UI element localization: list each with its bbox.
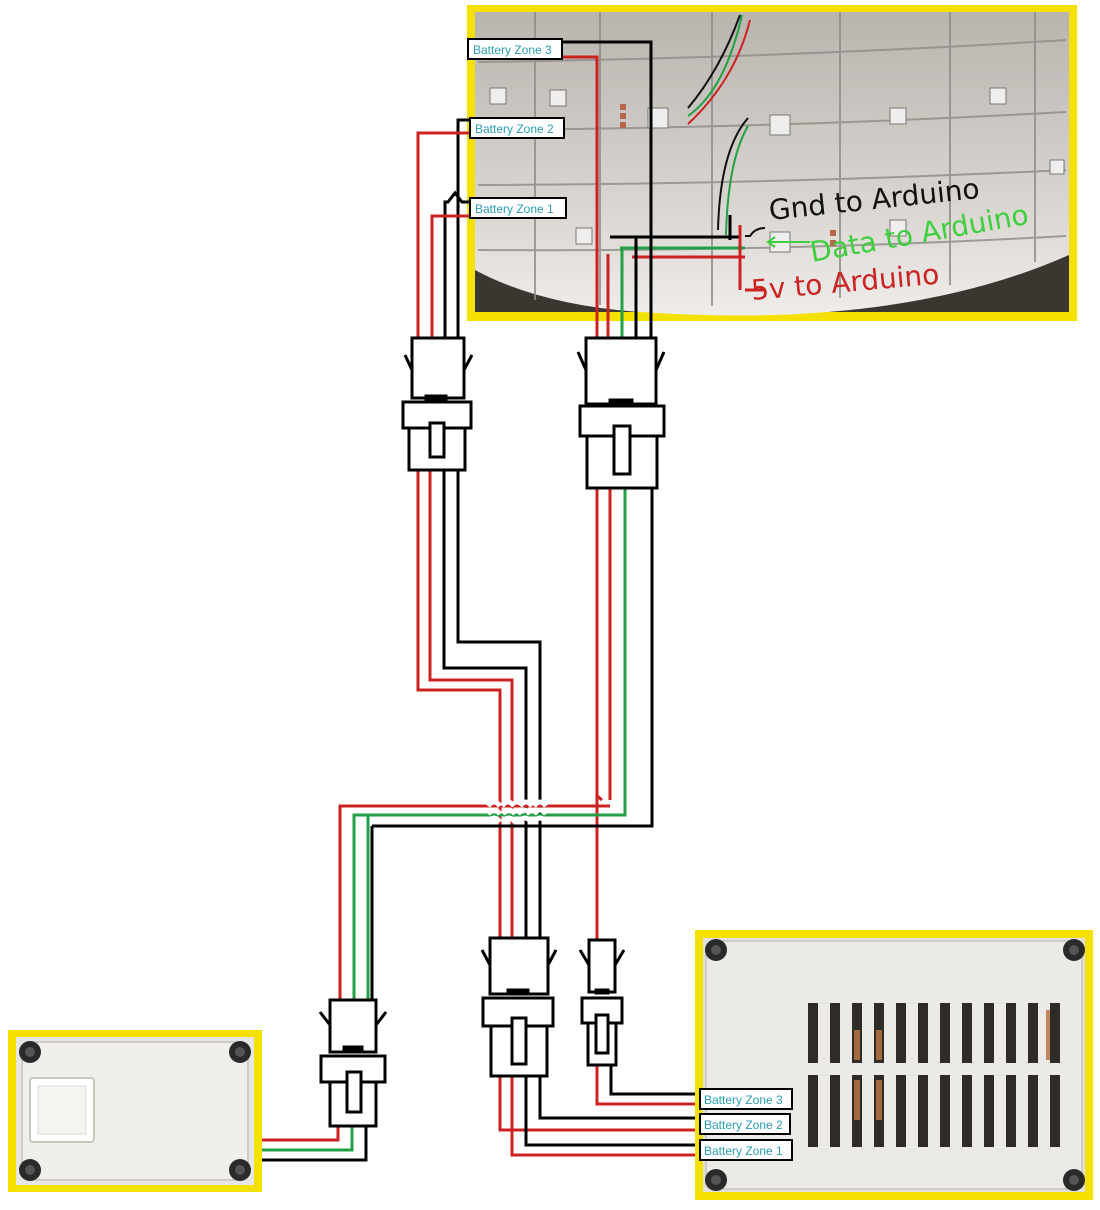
connector-bottom-middle xyxy=(480,936,558,1078)
battery-zone2-label: Battery Zone 2 xyxy=(699,1113,791,1135)
zone3-black-wire xyxy=(560,40,653,340)
led-zone2-label-text: Battery Zone 2 xyxy=(475,122,554,136)
battery-zone3-label: Battery Zone 3 xyxy=(699,1088,793,1110)
battery-zone1-label-text: Battery Zone 1 xyxy=(704,1144,783,1158)
solder-wires xyxy=(687,14,751,236)
screw-icon xyxy=(19,1041,41,1063)
switch-box-panel xyxy=(8,1030,262,1192)
wires xyxy=(262,40,700,1162)
connector-top-left xyxy=(401,336,474,472)
led-zone2-label: Battery Zone 2 xyxy=(469,117,565,139)
screw-icon xyxy=(19,1159,41,1181)
screw-icon xyxy=(1063,939,1085,961)
zone3-red-wire xyxy=(560,55,599,340)
screw-icon xyxy=(705,939,727,961)
connector-bottom-small xyxy=(578,938,626,1067)
led-dome-panel xyxy=(467,5,1077,321)
led-zone3-label-text: Battery Zone 3 xyxy=(473,43,552,57)
led-zone1-label: Battery Zone 1 xyxy=(469,197,567,219)
screw-icon xyxy=(229,1041,251,1063)
battery-zone1-label: Battery Zone 1 xyxy=(699,1139,793,1161)
screw-icon xyxy=(1063,1169,1085,1191)
screw-icon xyxy=(229,1159,251,1181)
battery-zone3-label-text: Battery Zone 3 xyxy=(704,1093,783,1107)
led-zone1-label-text: Battery Zone 1 xyxy=(475,202,554,216)
connector-switch xyxy=(318,998,388,1128)
led-strip-pads xyxy=(620,104,836,246)
battery-zone2-label-text: Battery Zone 2 xyxy=(704,1118,783,1132)
battery-copper xyxy=(854,1010,1050,1120)
connector-top-right xyxy=(576,336,666,490)
led-zone3-label: Battery Zone 3 xyxy=(467,38,563,60)
screw-icon xyxy=(705,1169,727,1191)
